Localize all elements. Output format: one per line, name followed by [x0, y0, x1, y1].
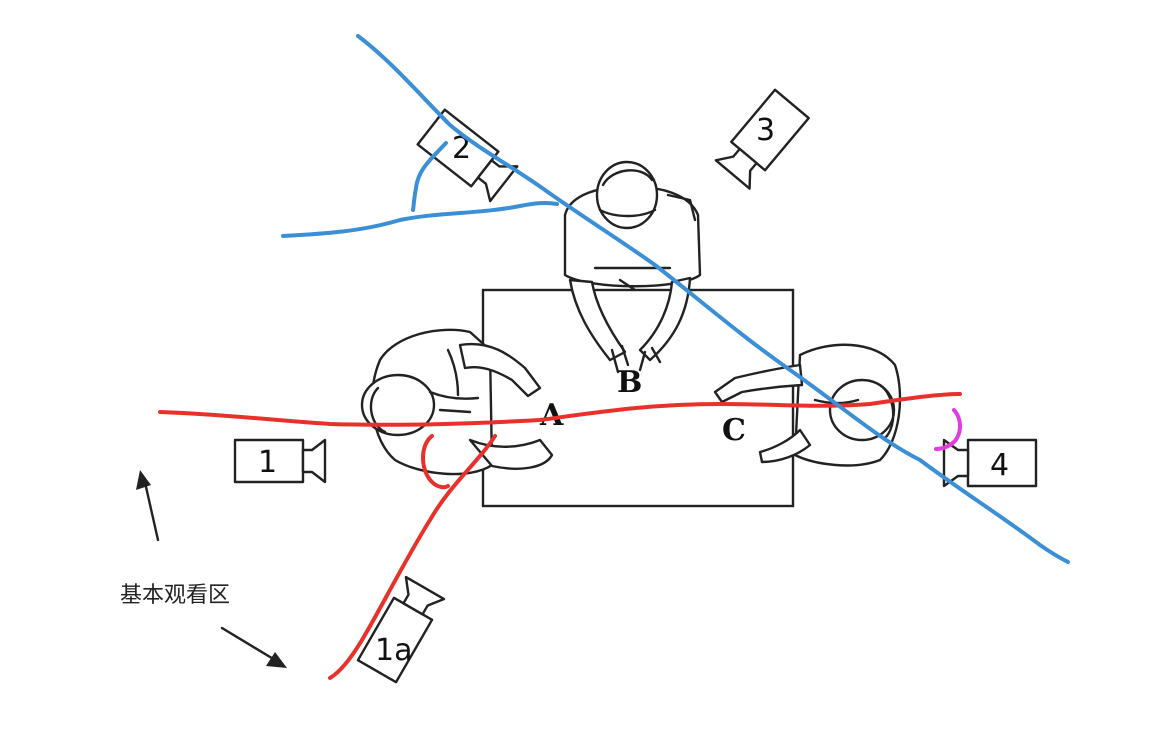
camera-1: 1	[233, 438, 327, 484]
red-line-to-camera-1a	[328, 434, 497, 680]
camera-2	[416, 108, 519, 203]
blue-branch-stub	[411, 141, 448, 212]
red-hook	[421, 434, 450, 490]
camera-4: 4	[942, 438, 1038, 488]
person-a-figure	[360, 328, 554, 476]
person-c-label: C	[722, 413, 746, 448]
camera-1-label: 1	[258, 445, 277, 480]
camera-4-label: 4	[990, 448, 1009, 483]
camera-1a	[356, 575, 446, 684]
camera-3-label: 3	[756, 113, 775, 148]
blue-axis-line	[356, 34, 1070, 564]
table	[481, 288, 795, 508]
blue-branch-line	[281, 200, 559, 238]
camera-3	[714, 88, 810, 190]
arrow-icon-up	[136, 470, 160, 542]
red-axis-line	[158, 392, 962, 427]
person-b-label: B	[617, 365, 642, 400]
arrow-icon-down-right	[220, 626, 287, 668]
magenta-angle-arc	[934, 408, 962, 451]
viewing-zone-label: 基本观看区	[120, 583, 230, 608]
camera-1a-label: 1a	[375, 633, 412, 668]
person-b-figure	[563, 160, 702, 374]
